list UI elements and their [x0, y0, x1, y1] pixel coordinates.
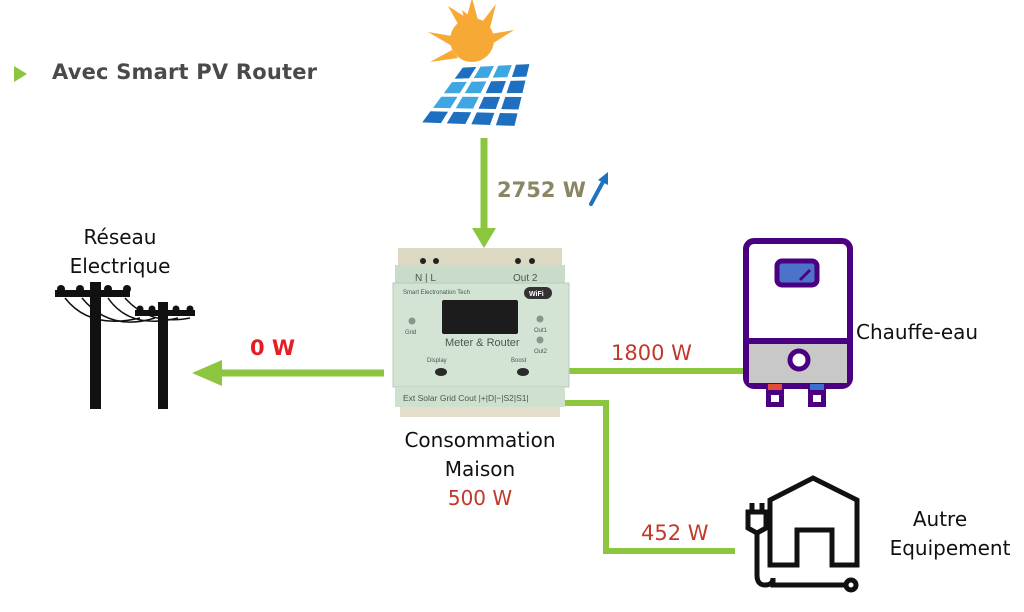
solar-cell	[455, 96, 479, 109]
water-heater-power-value: 1800 W	[611, 341, 692, 365]
grid-power-value: 0 W	[250, 336, 296, 360]
solar-cell	[495, 112, 518, 126]
solar-cell	[511, 64, 530, 78]
other-power-value: 452 W	[641, 521, 709, 545]
solar-flow-arrowhead	[472, 228, 496, 248]
solar-cell	[501, 96, 522, 110]
led-out1-label: Out1	[534, 328, 548, 334]
led-grid-label: Grid	[405, 330, 416, 336]
house-power-value: 500 W	[447, 486, 513, 510]
solar-cell	[506, 80, 526, 94]
grid-label-line1: Réseau	[83, 225, 157, 249]
solar-cell	[433, 96, 458, 109]
display-button-label: Display	[427, 358, 447, 364]
power-pylons-icon	[55, 282, 195, 409]
boost-button	[517, 368, 529, 376]
solar-cell	[485, 80, 506, 94]
page-title: Avec Smart PV Router	[52, 60, 318, 84]
solar-cell	[446, 111, 472, 125]
other-label-line1: Autre	[912, 507, 968, 531]
device-display-screen	[442, 300, 518, 334]
led-out2-label: Out2	[534, 349, 548, 355]
device-top-right-label: Out 2	[513, 273, 538, 284]
water-heater-label: Chauffe-eau	[856, 320, 979, 344]
device-terminals: Ext Solar Grid Cout |+|D|−|S2|S1|	[403, 393, 529, 403]
grid-label-line2: Electrique	[69, 254, 171, 278]
display-button	[435, 368, 447, 376]
other-flow-line	[565, 400, 735, 554]
solar-cell	[422, 111, 449, 124]
solar-cell	[471, 112, 495, 125]
boost-button-label: Boost	[511, 358, 527, 364]
house-plug-icon	[745, 475, 860, 593]
arrow-up-right-icon	[589, 172, 608, 206]
meter-router-device: N | L Out 2 Smart Electronation Tech WiF…	[392, 248, 570, 417]
solar-cell	[478, 96, 501, 110]
bullet-triangle-icon	[14, 66, 27, 82]
wifi-badge: WiFi	[529, 291, 544, 298]
house-label-line1: Consommation	[404, 428, 556, 452]
device-name: Meter & Router	[445, 337, 520, 349]
water-heater-icon	[743, 238, 853, 407]
solar-panel-sun-icon	[415, 0, 533, 130]
solar-cell	[454, 66, 477, 79]
solar-cell	[464, 81, 487, 94]
device-top-left-label: N | L	[415, 273, 436, 284]
house-label-line2: Maison	[444, 457, 516, 481]
other-label-line2: Equipement	[889, 536, 1011, 560]
solar-power-value: 2752 W	[497, 178, 586, 202]
solar-cell	[492, 65, 512, 78]
flow-lines	[192, 138, 745, 554]
device-brand: Smart Electronation Tech	[403, 290, 470, 296]
solar-cell	[473, 65, 494, 79]
solar-cell	[443, 81, 467, 94]
grid-flow-arrowhead	[192, 360, 222, 386]
